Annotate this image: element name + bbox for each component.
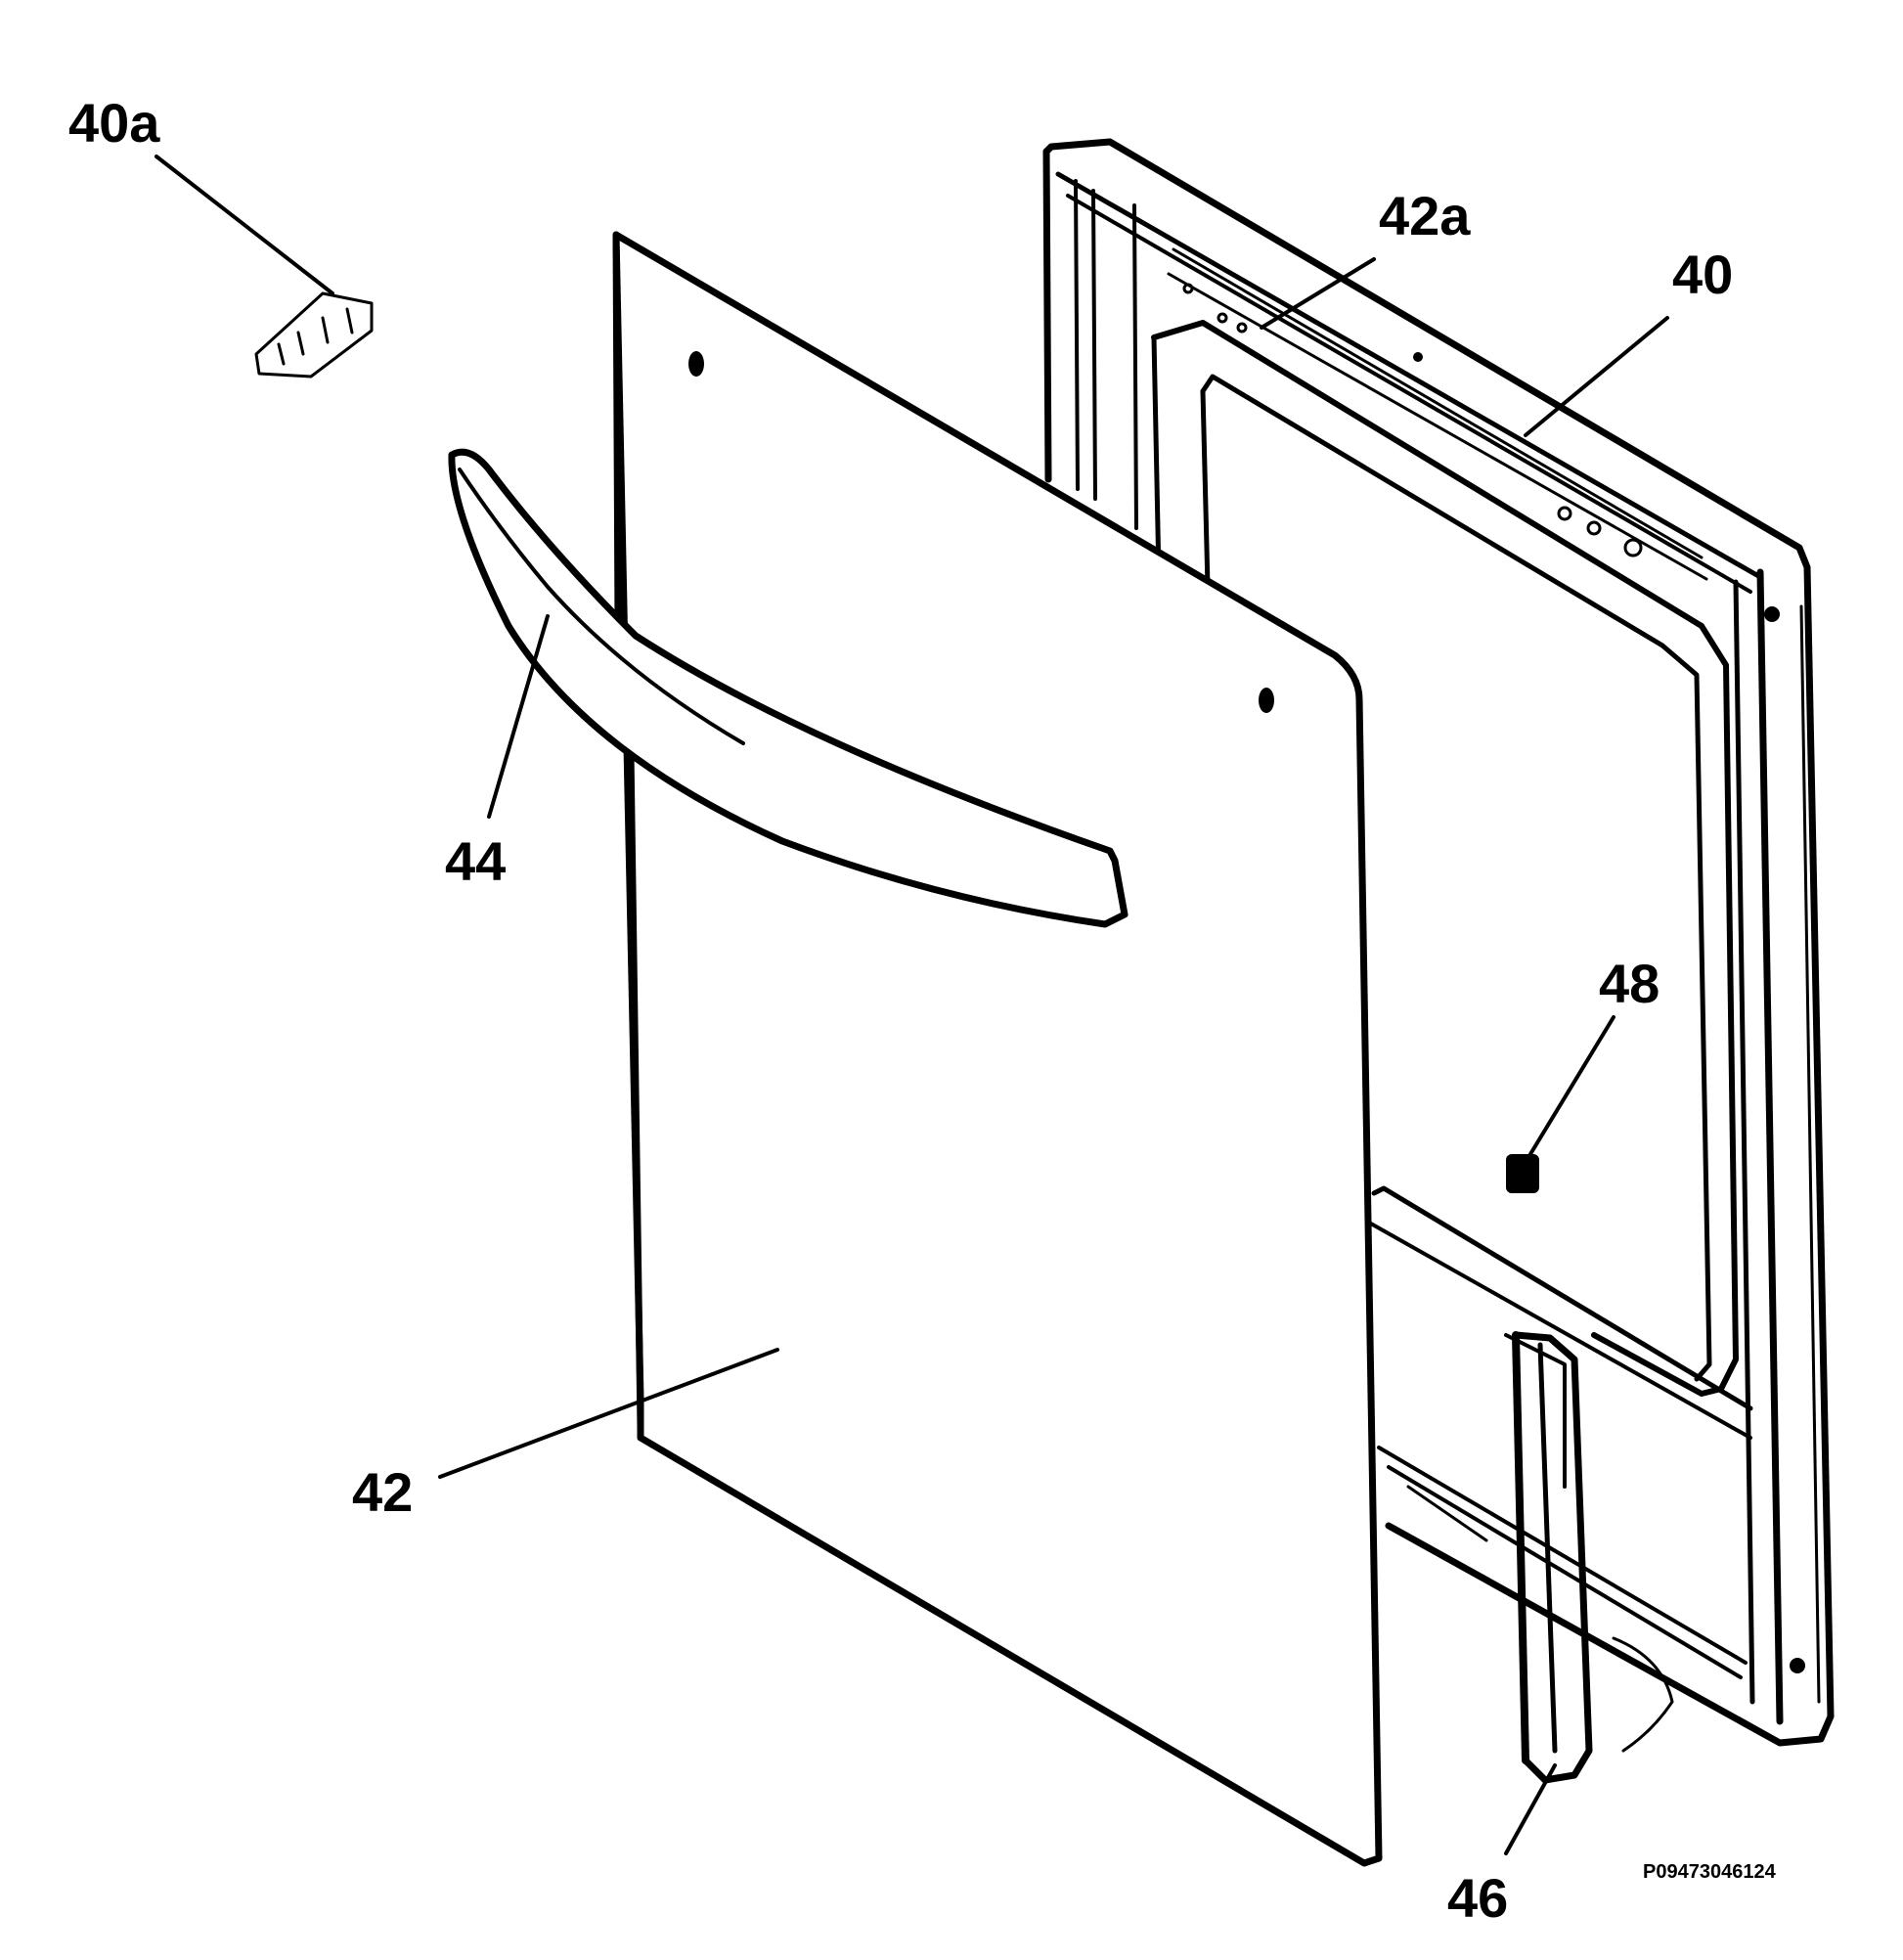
leader-40a — [155, 155, 334, 295]
part-40a-clip — [254, 291, 374, 379]
leader-48 — [1528, 1015, 1615, 1156]
label-48: 48 — [1599, 953, 1660, 1014]
label-42: 42 — [352, 1461, 413, 1523]
label-46: 46 — [1447, 1867, 1508, 1929]
figure-code: P09473046124 — [1643, 1861, 1777, 1883]
part-46-bracket — [1512, 1331, 1593, 1784]
control-panel-buttons — [1182, 283, 1805, 1673]
leader-44 — [487, 614, 550, 819]
label-42a: 42a — [1379, 185, 1471, 246]
label-44: 44 — [445, 830, 506, 892]
label-40a: 40a — [68, 92, 160, 154]
label-40: 40 — [1672, 244, 1733, 305]
leader-42 — [438, 1348, 779, 1479]
leader-lines — [155, 155, 1669, 1855]
leader-46 — [1504, 1763, 1557, 1855]
leader-40 — [1524, 316, 1669, 437]
part-48-knob — [1506, 1154, 1539, 1193]
front-panel — [612, 231, 1383, 1867]
part-44-handle — [448, 448, 1129, 928]
leader-42a — [1260, 257, 1376, 330]
front-panel-holes — [688, 351, 1274, 713]
inner-door-frame — [1042, 138, 1835, 1753]
